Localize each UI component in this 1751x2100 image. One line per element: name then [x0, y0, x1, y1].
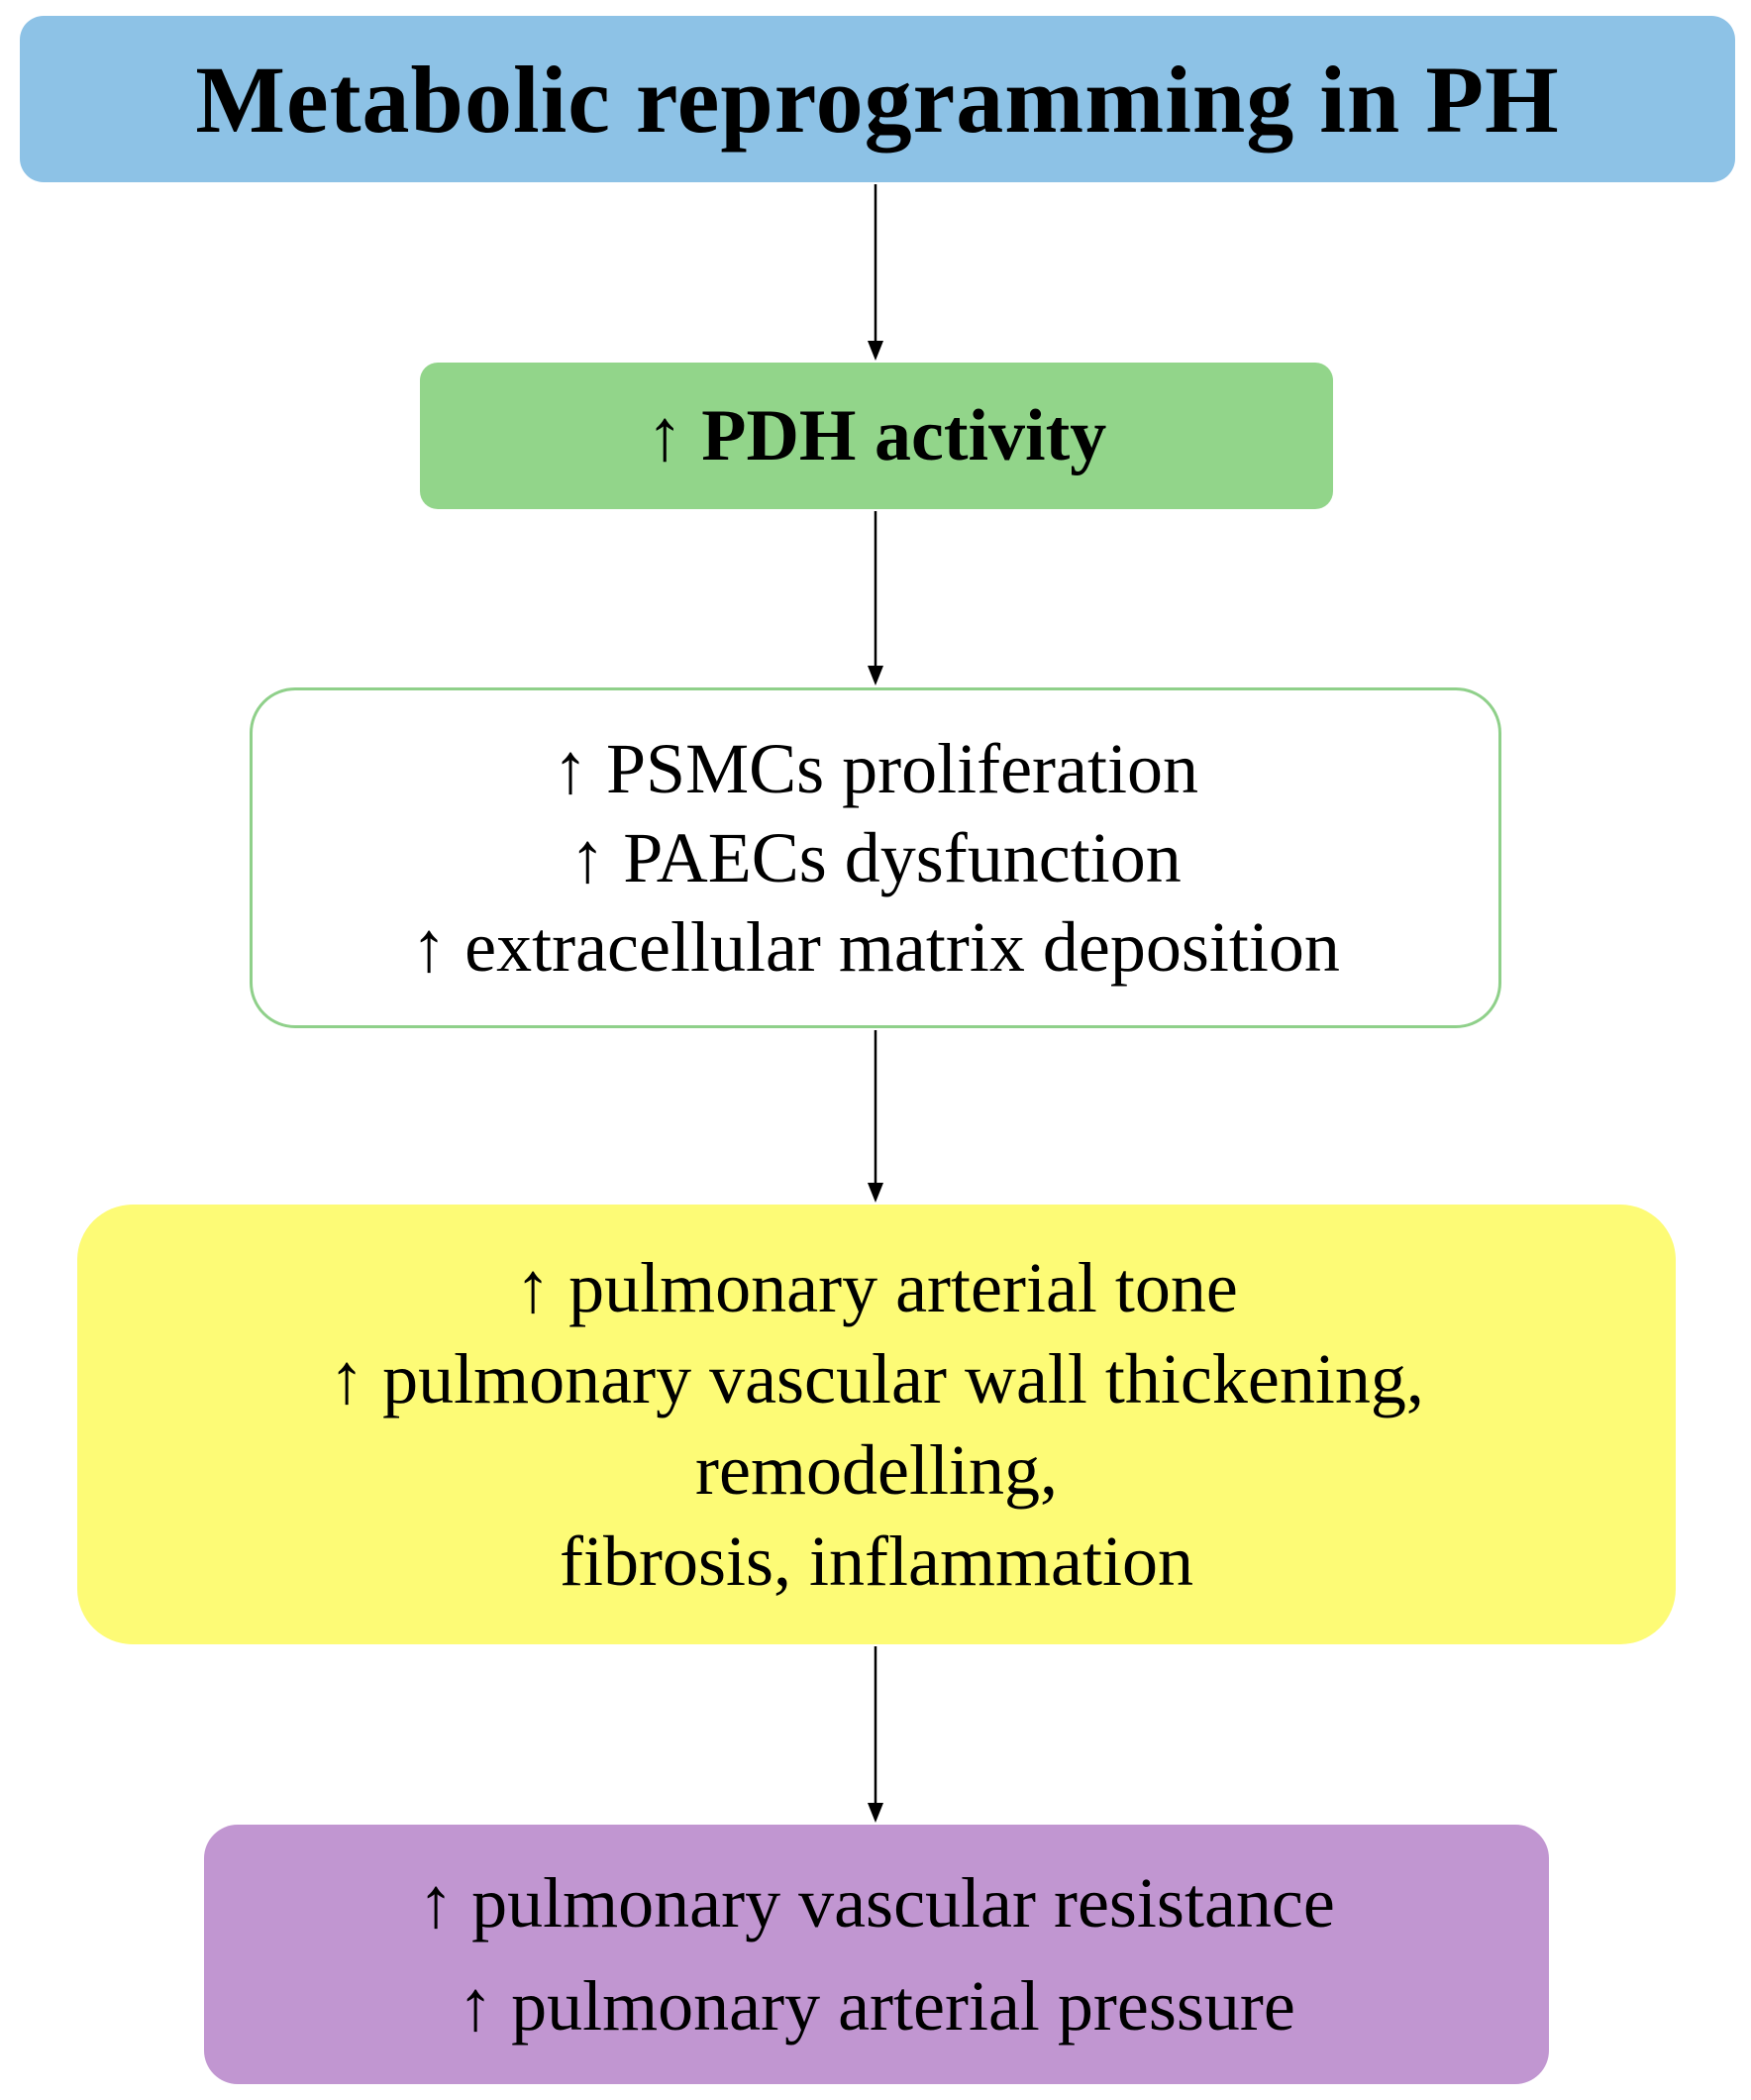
arrow-vascular-to-outcome: [868, 1646, 883, 1823]
outcome-line: ↑ pulmonary arterial pressure: [458, 1966, 1295, 2046]
title-text: Metabolic reprogramming in PH: [195, 46, 1560, 153]
title-box: Metabolic reprogramming in PH: [20, 16, 1735, 182]
vascular-effect-line: ↑ pulmonary vascular wall thickening,: [329, 1339, 1424, 1418]
arrow-pdh-to-cells: [868, 511, 883, 685]
cellular-effect-line: ↑ PAECs dysfunction: [569, 818, 1182, 897]
cellular-effect-line: ↑ extracellular matrix deposition: [411, 907, 1340, 987]
pdh-activity-box: ↑ PDH activity: [420, 363, 1333, 509]
outcome-box: ↑ pulmonary vascular resistance ↑ pulmon…: [204, 1825, 1549, 2084]
outcome-line: ↑ pulmonary vascular resistance: [418, 1863, 1335, 1942]
arrow-title-to-pdh: [868, 184, 883, 361]
cellular-effect-line: ↑ PSMCs proliferation: [552, 729, 1198, 808]
vascular-effect-line: fibrosis, inflammation: [560, 1522, 1193, 1601]
cellular-effects-box: ↑ PSMCs proliferation ↑ PAECs dysfunctio…: [250, 687, 1501, 1028]
arrow-cells-to-vascular: [868, 1030, 883, 1203]
vascular-effect-line: remodelling,: [695, 1430, 1058, 1510]
vascular-effects-box: ↑ pulmonary arterial tone ↑ pulmonary va…: [77, 1205, 1676, 1644]
vascular-effect-line: ↑ pulmonary arterial tone: [515, 1248, 1238, 1327]
pdh-activity-text: ↑ PDH activity: [646, 394, 1107, 476]
